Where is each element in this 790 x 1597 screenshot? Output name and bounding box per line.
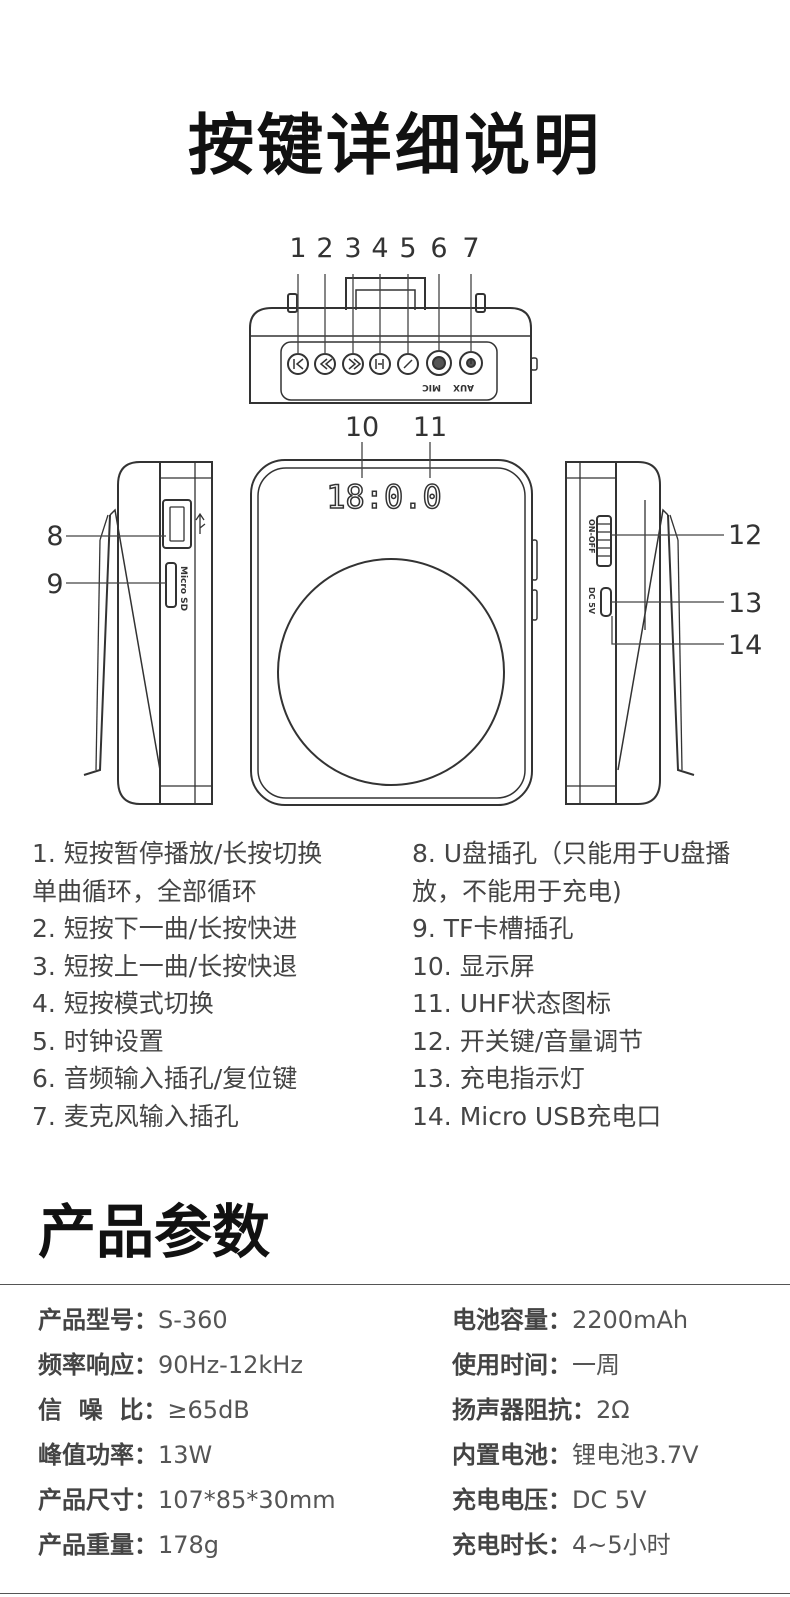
front-view xyxy=(250,459,538,806)
spec-row: 产品重量：178g xyxy=(38,1531,220,1559)
description-item: 13. 充电指示灯 xyxy=(412,1064,585,1093)
page-title: 按键详细说明 xyxy=(188,107,602,184)
usb-port-icon xyxy=(162,499,192,549)
top-callouts: 1 2 3 4 5 6 7 xyxy=(289,233,479,264)
spec-row: 扬声器阻抗：2Ω xyxy=(452,1396,630,1424)
callout-12: 12 xyxy=(728,520,762,551)
callout-11: 11 xyxy=(413,412,447,443)
description-item: 10. 显示屏 xyxy=(412,951,535,981)
spec-row: 充电时长：4~5小时 xyxy=(452,1531,671,1559)
description-item: 6. 音频输入插孔/复位键 xyxy=(32,1064,298,1093)
callout-4: 4 xyxy=(371,233,388,264)
description-item: 11. UHF状态图标 xyxy=(412,989,612,1018)
description-item: 8. U盘插孔（只能用于U盘播放，不能用于充电) xyxy=(412,839,731,906)
specs-top-rule xyxy=(0,1284,790,1285)
spec-row: 充电电压：DC 5V xyxy=(452,1486,647,1514)
callout-13: 13 xyxy=(728,588,762,619)
description-item: 4. 短按模式切换 xyxy=(32,989,214,1018)
spec-row: 峰值功率：13W xyxy=(38,1441,213,1469)
description-item: 9. TF卡槽插孔 xyxy=(412,914,574,943)
dc5v-label: DC 5V xyxy=(587,587,596,615)
spec-row: 使用时间：一周 xyxy=(452,1351,620,1379)
specs-bottom-rule xyxy=(0,1593,790,1594)
callout-6: 6 xyxy=(430,233,447,264)
description-item: 7. 麦克风输入插孔 xyxy=(32,1101,239,1131)
right-side-view xyxy=(565,461,695,805)
button-row xyxy=(287,350,483,376)
display-readout: 18:0.0 xyxy=(326,478,442,516)
micro-sd-label: Micro SD xyxy=(178,566,188,611)
callout-7: 7 xyxy=(462,233,479,264)
description-item: 14. Micro USB充电口 xyxy=(412,1101,662,1131)
callout-3: 3 xyxy=(344,233,361,264)
callout-5: 5 xyxy=(399,233,416,264)
callout-10: 10 xyxy=(345,412,379,443)
left-side-view xyxy=(83,461,213,805)
callout-8: 8 xyxy=(46,521,63,552)
speaker-grille xyxy=(277,558,505,786)
specs-title: 产品参数 xyxy=(38,1198,271,1266)
volume-wheel-icon xyxy=(596,515,612,567)
description-item: 5. 时钟设置 xyxy=(32,1026,164,1056)
spec-row: 内置电池：锂电池3.7V xyxy=(452,1441,699,1469)
spec-row: 频率响应：90Hz-12kHz xyxy=(38,1351,303,1379)
micro-usb-port-icon xyxy=(600,587,612,617)
top-view xyxy=(249,277,538,404)
spec-row: 产品型号：S-360 xyxy=(38,1306,228,1334)
description-list-left: 1. 短按暂停播放/长按切换单曲循环，全部循环 2. 短按下一曲/长按快进 3.… xyxy=(32,835,342,1135)
tf-slot-icon xyxy=(165,562,177,608)
description-item: 12. 开关键/音量调节 xyxy=(412,1026,644,1056)
description-item: 1. 短按暂停播放/长按切换单曲循环，全部循环 xyxy=(32,839,323,906)
usb-symbol-icon xyxy=(195,512,206,534)
mic-label: MIC xyxy=(422,382,441,392)
spec-row: 电池容量：2200mAh xyxy=(452,1306,689,1334)
description-list-right: 8. U盘插孔（只能用于U盘播放，不能用于充电) 9. TF卡槽插孔 10. 显… xyxy=(412,835,747,1135)
aux-label: AUX xyxy=(453,382,474,392)
spec-row: 信 噪 比：≥65dB xyxy=(38,1396,250,1424)
callout-14: 14 xyxy=(728,630,762,661)
device-diagram: 1 2 3 4 5 6 7 AUX MIC 18:0.0 10 11 xyxy=(46,233,762,806)
description-item: 2. 短按下一曲/长按快进 xyxy=(32,914,298,943)
callout-2: 2 xyxy=(316,233,333,264)
callout-1: 1 xyxy=(289,233,306,264)
on-off-label: ON-OFF xyxy=(587,519,596,554)
spec-row: 产品尺寸：107*85*30mm xyxy=(38,1486,336,1514)
callout-9: 9 xyxy=(46,569,63,600)
description-item: 3. 短按上一曲/长按快退 xyxy=(32,951,298,981)
